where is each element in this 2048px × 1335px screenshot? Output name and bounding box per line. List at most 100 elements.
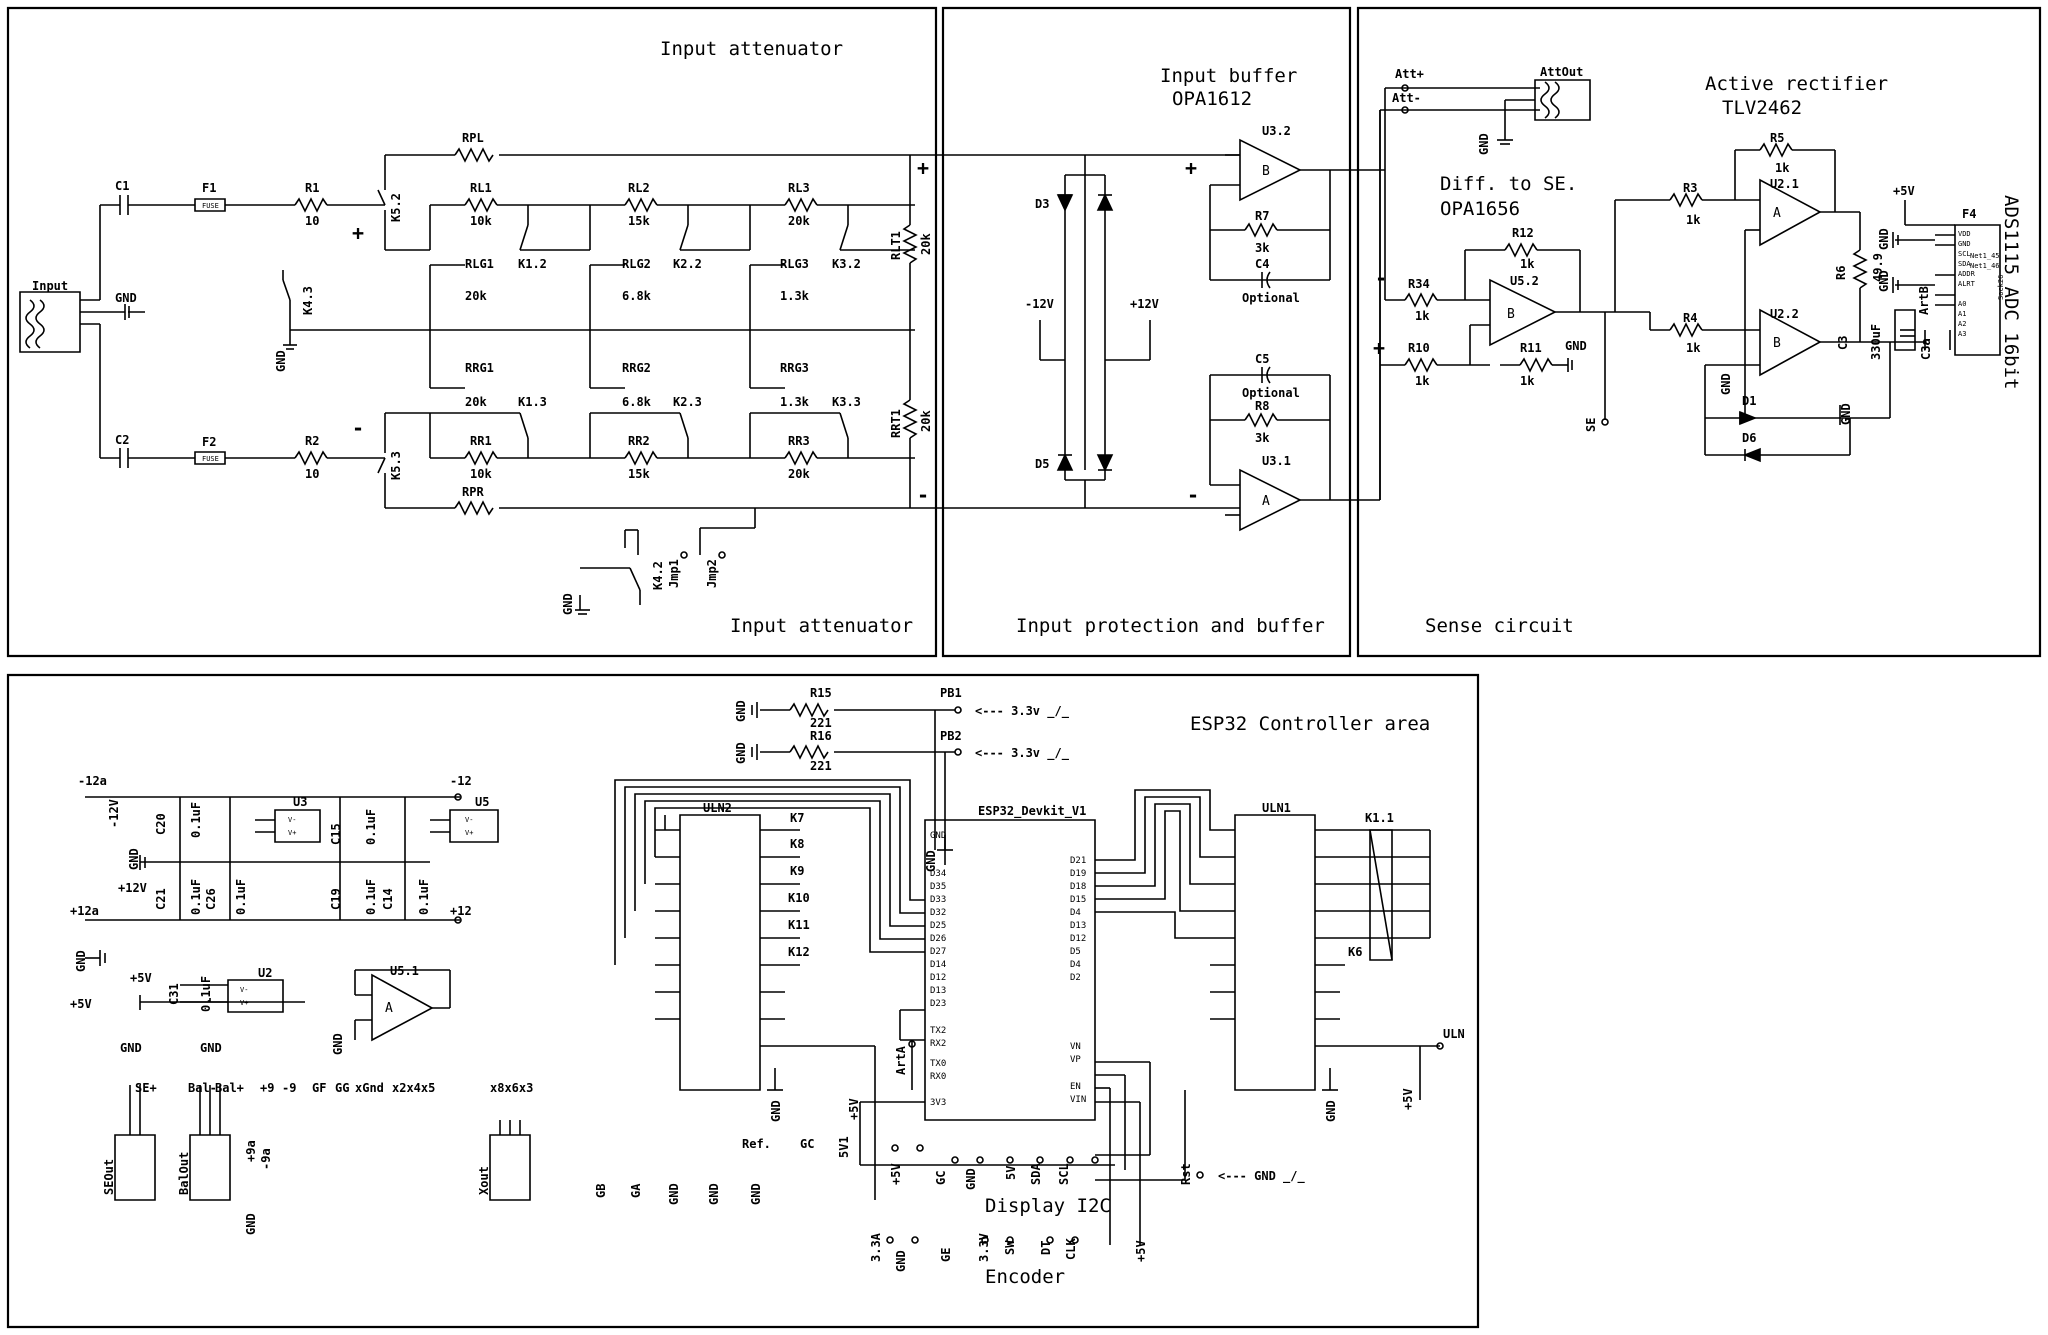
r12-value: 1k: [1520, 257, 1535, 271]
artb-label: ArtB: [1917, 286, 1931, 315]
adc-pin-5: ALRT: [1958, 280, 1976, 288]
rrg1-label: RRG1: [465, 361, 494, 375]
u51-gnd: GND: [331, 1033, 345, 1055]
esp-pin-right-13: VIN: [1070, 1095, 1086, 1105]
esp-pin-left-6: D26: [930, 934, 946, 944]
enc-pin-5: DT: [1039, 1241, 1053, 1255]
jmp2-label: Jmp2: [705, 559, 719, 588]
gg-label: GG: [335, 1081, 349, 1095]
rst-btn: <--- GND _/_: [1218, 1169, 1305, 1184]
plus-k52: +: [352, 221, 364, 245]
u2-vm: V-: [240, 986, 248, 994]
u3-vm: V-: [288, 816, 296, 824]
esp-pin-left-7: D27: [930, 947, 946, 957]
pb1-btn: <--- 3.3v _/_: [975, 704, 1070, 719]
c31-label: C31: [167, 983, 181, 1005]
balm-label: Bal-: [188, 1081, 217, 1095]
c4-label: C4: [1255, 257, 1269, 271]
uln-label: ULN: [1443, 1027, 1465, 1041]
x2x4x5-label: x2x4x5: [392, 1081, 435, 1095]
title-diff-se: Diff. to SE.: [1440, 173, 1577, 195]
p12a-label: +12a: [70, 904, 99, 918]
sense-minus: -: [1375, 266, 1387, 290]
pb2-label: PB2: [940, 729, 962, 743]
gnd-label: GND: [115, 291, 137, 305]
esp-pin-right-8: D4: [1070, 960, 1081, 970]
c19-value: 0.1uF: [364, 879, 378, 915]
enc-pin-4: SW: [1003, 1240, 1017, 1255]
u52-b: B: [1507, 307, 1515, 322]
rlg2-value: 6.8k: [622, 289, 652, 303]
u32-label: U3.2: [1262, 124, 1291, 138]
rrg3-value: 1.3k: [780, 395, 810, 409]
esp-pin-right-12: EN: [1070, 1082, 1081, 1092]
r11-value: 1k: [1520, 374, 1535, 388]
c26-label: C26: [204, 888, 218, 910]
uln-p5v-label: +5V: [1401, 1088, 1415, 1110]
r16-gnd: GND: [734, 742, 748, 764]
c2-label: C2: [115, 433, 129, 447]
attenuator-wiring: [20, 149, 916, 614]
gf-label: GF: [312, 1081, 326, 1095]
esp-pin-right-10: VN: [1070, 1042, 1081, 1052]
adc-gnd2: GND: [1877, 270, 1891, 292]
rlg3-value: 1.3k: [780, 289, 810, 303]
gnd-ref: GND: [707, 1183, 721, 1205]
rrt1-value: 20k: [919, 410, 933, 432]
plus-out: +: [917, 156, 929, 180]
attout-gnd: GND: [1477, 133, 1491, 155]
enc-pin-6: CLK: [1064, 1238, 1078, 1260]
c14-value: 0.1uF: [417, 879, 431, 915]
r2-value: 10: [305, 467, 319, 481]
c21-value: 0.1uF: [189, 879, 203, 915]
c3-value: 330uF: [1869, 324, 1883, 360]
gnd-k43: GND: [274, 350, 288, 372]
esp-labels: R15 221 R16 221 GND GND PB1 PB2 <--- 3.3…: [703, 686, 1465, 1272]
r10-label: R10: [1408, 341, 1430, 355]
d5-label: D5: [1035, 457, 1049, 471]
r1-value: 10: [305, 214, 319, 228]
d6-label: D6: [1742, 431, 1756, 445]
c1-label: C1: [115, 179, 129, 193]
u51-label: U5.1: [390, 964, 419, 978]
balout-label: BalOut: [177, 1152, 191, 1195]
k52-label: K5.2: [389, 193, 403, 222]
frame-esp32-controller: [8, 675, 1478, 1327]
rlg1-label: RLG1: [465, 257, 494, 271]
adc-pin-6: A0: [1958, 300, 1966, 308]
rlg2-label: RLG2: [622, 257, 651, 271]
rl3-label: RL3: [788, 181, 810, 195]
k7-label: K7: [790, 811, 804, 825]
frame-input-attenuator: [8, 8, 936, 656]
r7-value: 3k: [1255, 241, 1270, 255]
u31-label: U3.1: [1262, 454, 1291, 468]
r15-value: 221: [810, 716, 832, 730]
gb-label: GB: [594, 1184, 608, 1198]
disp-pin-3: GND: [964, 1168, 978, 1190]
enc-pin-1: GND: [894, 1250, 908, 1272]
c3-label: C3: [1836, 336, 1850, 350]
rpr-label: RPR: [462, 485, 484, 499]
net45-label: Net1_45: [1970, 252, 2000, 260]
c19-label: C19: [329, 888, 343, 910]
hdr-gnd3: GND: [244, 1213, 258, 1235]
rrg2-value: 6.8k: [622, 395, 652, 409]
rl1-value: 10k: [470, 214, 492, 228]
r10-value: 1k: [1415, 374, 1430, 388]
c3a-label: C3a: [1919, 338, 1933, 360]
u32-b: B: [1262, 164, 1270, 179]
buffer-labels: D3 D5 -12V +12V U3.2 U3.1 B A R7 3k C4 O…: [1025, 124, 1300, 509]
m12-label: -12: [450, 774, 472, 788]
k43-label: K4.3: [301, 286, 315, 315]
k22-label: K2.2: [673, 257, 702, 271]
c5-label: C5: [1255, 352, 1269, 366]
r16-value: 221: [810, 759, 832, 773]
se-label: SE: [1584, 418, 1598, 432]
esp-pin-left-9: D12: [930, 973, 946, 983]
title-input-attenuator-top: Input attenuator: [660, 38, 843, 60]
adc-pin-8: A2: [1958, 320, 1966, 328]
m12v-label: -12V: [107, 799, 121, 828]
k23-label: K2.3: [673, 395, 702, 409]
esp-pin-left-2: D35: [930, 882, 946, 892]
